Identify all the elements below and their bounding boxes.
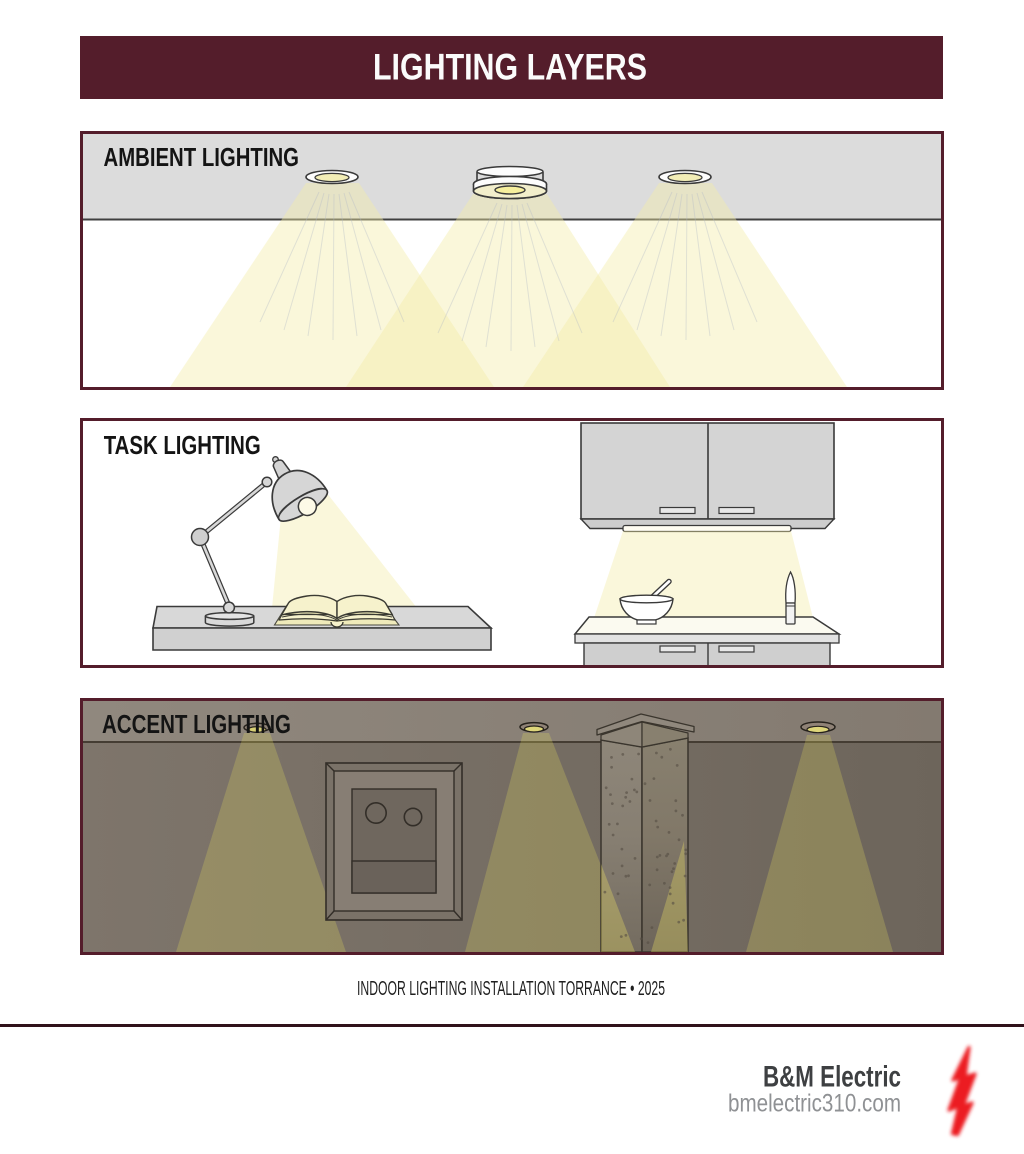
svg-text:B&M Electric: B&M Electric [763, 1061, 901, 1094]
svg-text:AMBIENT LIGHTING: AMBIENT LIGHTING [104, 142, 300, 172]
svg-text:TASK LIGHTING: TASK LIGHTING [104, 430, 261, 460]
svg-text:ACCENT LIGHTING: ACCENT LIGHTING [102, 709, 291, 739]
svg-text:LIGHTING LAYERS: LIGHTING LAYERS [373, 46, 647, 88]
svg-text:bmelectric310.com: bmelectric310.com [728, 1090, 901, 1118]
svg-text:INDOOR LIGHTING INSTALLATION T: INDOOR LIGHTING INSTALLATION TORRANCE • … [357, 978, 665, 1000]
